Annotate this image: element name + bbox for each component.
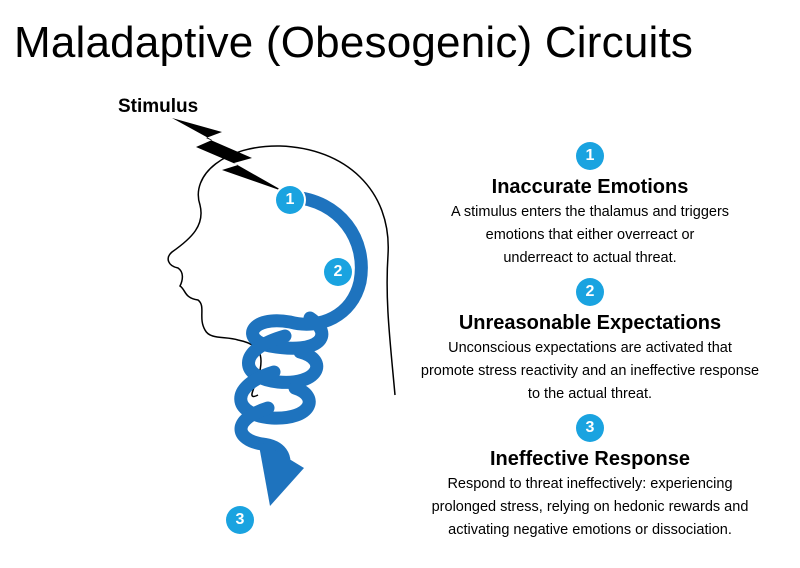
step-3: 3 Ineffective Response Respond to threat… (400, 414, 780, 542)
step-number-badge: 2 (576, 278, 604, 306)
page-title: Maladaptive (Obesogenic) Circuits (14, 18, 694, 67)
description-line: prolonged stress, relying on hedonic rew… (431, 499, 749, 515)
arrowhead-icon (258, 440, 304, 506)
step-description: Unconscious expectations are activated t… (400, 337, 780, 406)
description-line: promote stress reactivity and an ineffec… (420, 363, 760, 379)
step-heading: Inaccurate Emotions (491, 176, 689, 198)
diagram-marker-3: 3 (226, 506, 254, 534)
lightning-bolt-icon (172, 118, 285, 192)
step-heading: Ineffective Response (489, 448, 691, 470)
description-line: underreact to actual threat. (503, 250, 677, 266)
diagram-marker-2: 2 (324, 258, 352, 286)
step-number-badge: 3 (576, 414, 604, 442)
description-line: to the actual threat. (527, 386, 653, 402)
description-line: activating negative emotions or dissocia… (448, 522, 732, 538)
step-description: A stimulus enters the thalamus and trigg… (400, 201, 780, 270)
description-line: A stimulus enters the thalamus and trigg… (450, 204, 730, 220)
diagram-marker-1: 1 (276, 186, 304, 214)
step-description: Respond to threat ineffectively: experie… (400, 473, 780, 542)
step-number-badge: 1 (576, 142, 604, 170)
description-line: Unconscious expectations are activated t… (448, 340, 732, 356)
spiral-arrow (234, 190, 368, 479)
step-1: 1 Inaccurate Emotions A stimulus enters … (400, 142, 780, 270)
stimulus-label: Stimulus (118, 96, 199, 117)
head-outline (167, 145, 396, 398)
description-line: emotions that either overreact or (485, 227, 695, 243)
step-2: 2 Unreasonable Expectations Unconscious … (400, 278, 780, 406)
step-heading: Unreasonable Expectations (458, 312, 722, 334)
description-line: Respond to threat ineffectively: experie… (447, 476, 733, 492)
